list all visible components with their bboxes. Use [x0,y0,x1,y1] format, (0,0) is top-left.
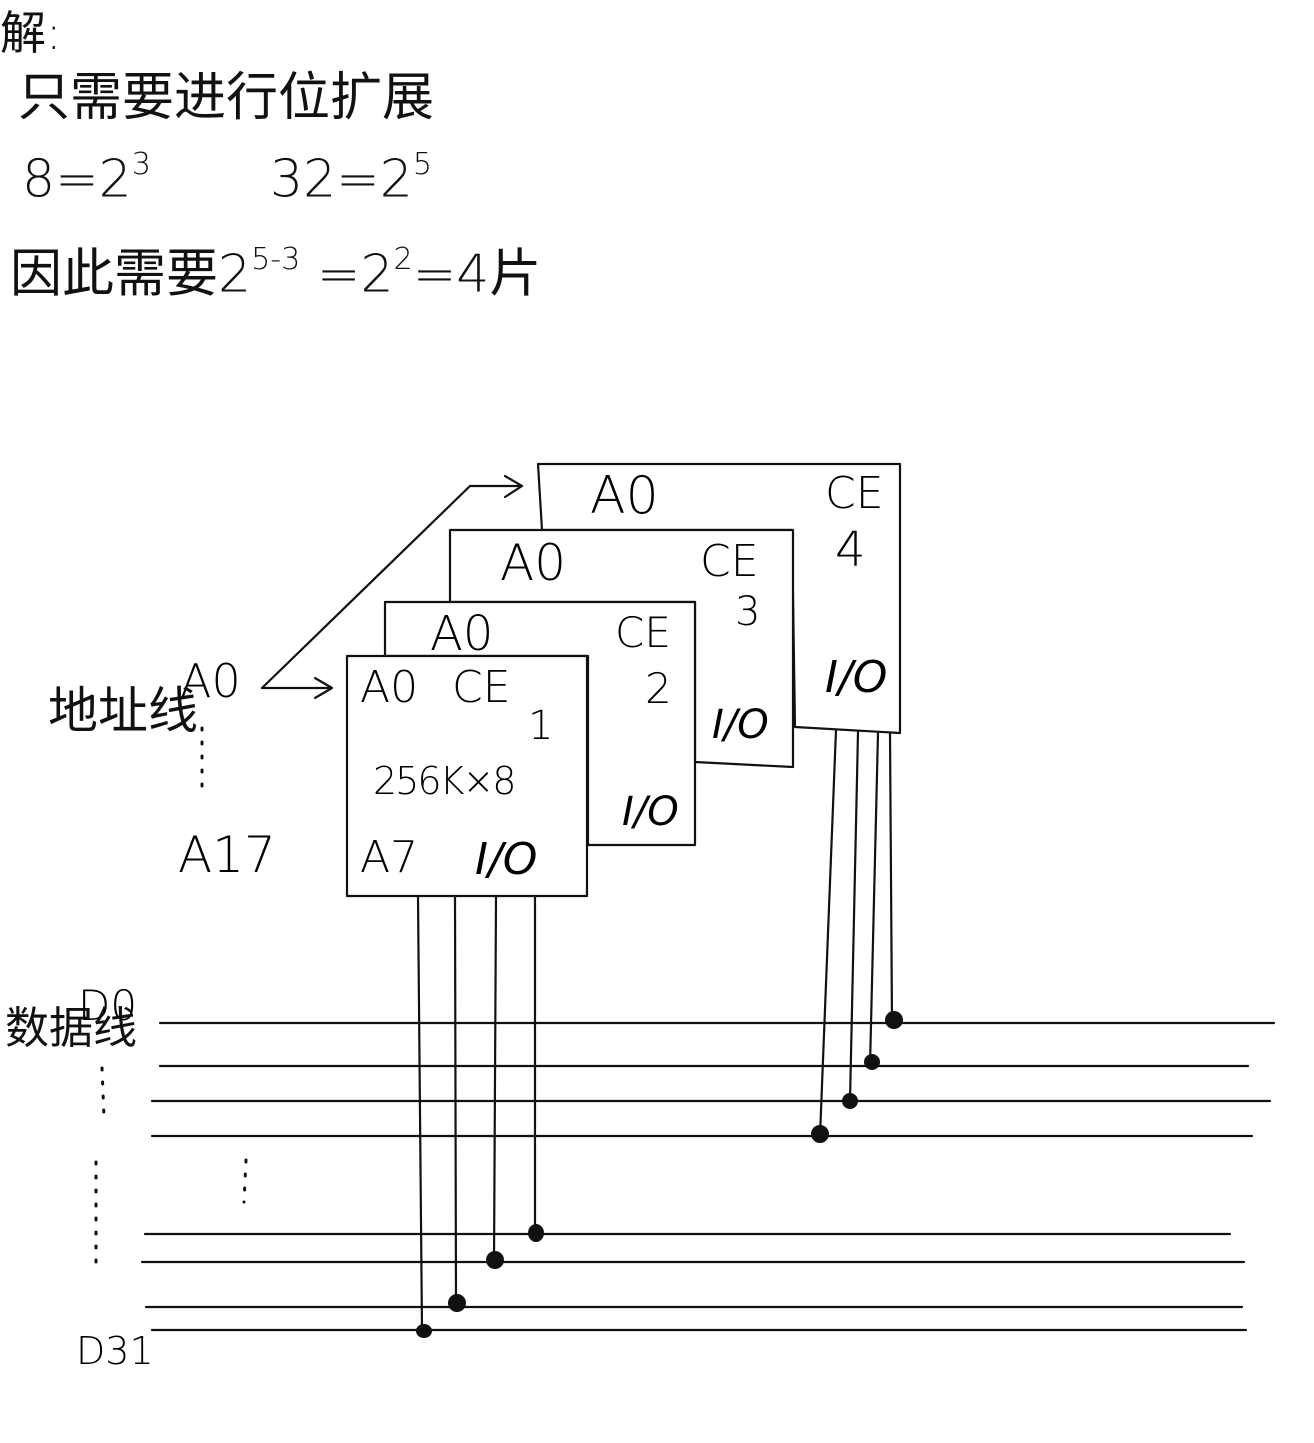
chip-1-box [345,654,589,898]
junction-dot [842,1093,858,1109]
chip3-io-label: I/O [712,702,769,748]
chip4-ce-label: CE [825,468,884,519]
chip1-number: 1 [528,703,554,749]
chip3-addr-pin: A0 [500,534,567,592]
equation-8: 8=23 [22,147,151,205]
solution-heading: 解: [0,6,62,60]
junction-dot [811,1125,829,1143]
chip1-addr-bottom: A7 [360,832,419,883]
data-ellipsis-1 [100,1066,106,1120]
chip-count-mid: =2 [300,244,394,305]
junction-dot [864,1054,880,1070]
chip4-io-wire-2 [848,730,860,1103]
chip4-io-wire-1 [818,728,838,1138]
chip2-ce-label: CE [615,608,671,657]
chip3-ce-label: CE [700,536,759,587]
address-arrow-chip1 [260,676,334,700]
address-arrow-chip4 [260,474,524,690]
junction-dot [885,1011,903,1029]
data-bus-lines [140,1021,1276,1332]
chip4-io-wire-4 [888,731,894,1025]
equation-8-exponent: 3 [131,147,151,182]
chip2-number: 2 [645,664,672,713]
equation-32-base: 32=2 [270,149,413,210]
chip2-addr-pin: A0 [430,606,494,662]
chip4-addr-pin: A0 [590,466,659,526]
chip4-number: 4 [835,522,866,578]
chip4-io-wire-3 [868,731,880,1068]
chip1-io-wire-3 [492,895,498,1264]
data-last-label: D31 [76,1329,154,1373]
chip-count-post: =4片 [412,244,542,305]
chip1-io-label: I/O [475,834,538,885]
chip1-addr-pin: A0 [360,662,419,713]
chip1-io-wire-2 [453,895,458,1307]
chip1-capacity: 256K×8 [373,759,516,803]
addr-last-label: A17 [178,826,276,884]
chip-count-statement: 因此需要25-3 =22=4片 [10,242,541,300]
chip4-io-label: I/O [825,652,888,703]
bit-expansion-statement: 只需要进行位扩展 [18,68,435,128]
chip-count-pre: 因此需要2 [10,244,252,305]
chip2-io-label: I/O [622,789,679,835]
junction-dot [486,1251,504,1269]
chip1-io-wire-1 [416,895,424,1332]
chip3-number: 3 [735,589,761,635]
data-ellipsis-3 [242,1158,248,1204]
equation-32: 32=25 [270,147,433,205]
junction-dot [416,1324,432,1338]
chip1-ce-label: CE [452,662,511,713]
equation-32-exponent: 5 [412,147,433,182]
data-first-label: D0 [78,981,138,1030]
junction-dot [448,1294,466,1312]
equation-8-base: 8=2 [22,149,132,210]
addr-first-label: A0 [180,654,241,708]
chip-count-exp2: 2 [393,242,413,277]
junction-dot [528,1224,544,1242]
chip-count-exp1: 5-3 [251,242,301,277]
